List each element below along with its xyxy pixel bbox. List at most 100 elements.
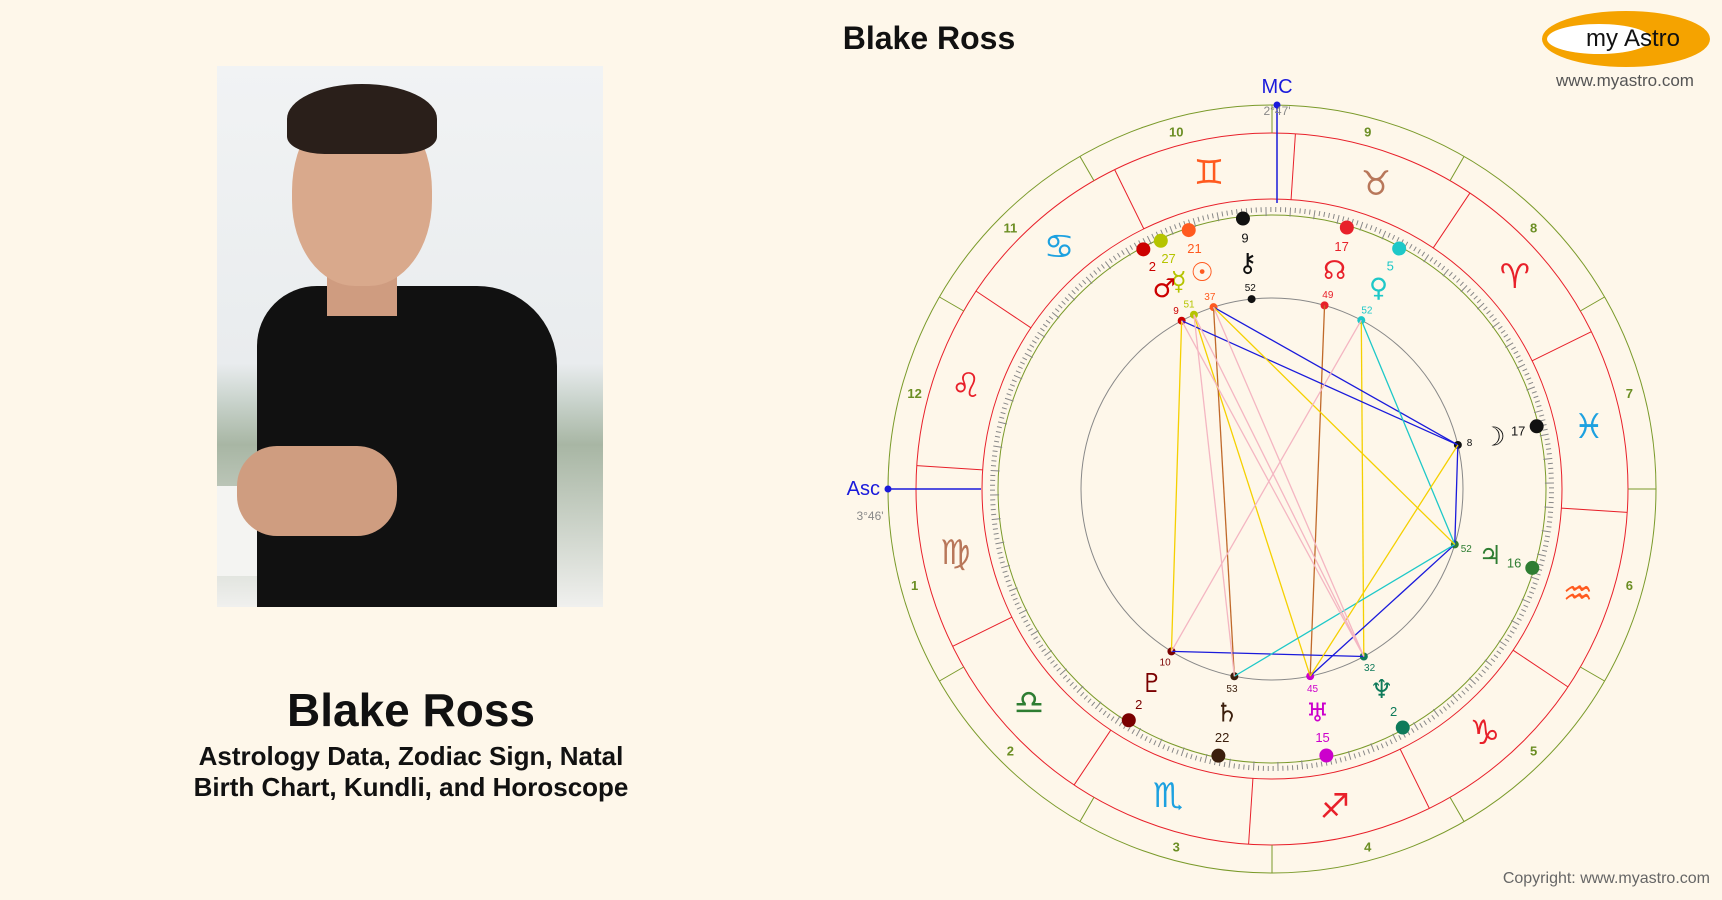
degree-tick [1058,304,1063,309]
degree-tick [1539,414,1545,417]
planet-minute-mercury: 51 [1183,300,1195,311]
degree-tick [1002,570,1008,574]
aspect-line-quincunx [1212,307,1235,677]
degree-tick [1125,247,1131,256]
degree-tick [1015,370,1021,374]
planet-minute-saturn: 53 [1226,684,1238,695]
hair-shape [287,84,437,154]
profile-photo [217,66,603,607]
planet-glyph-chiron: ⚷ [1238,248,1257,278]
degree-tick [1380,743,1384,749]
degree-tick [1533,395,1539,399]
degree-tick [1439,709,1444,714]
degree-tick [1089,273,1094,278]
degree-tick [1530,576,1540,581]
degree-tick [1530,586,1536,590]
aspect-line-trine [1309,444,1459,677]
degree-tick [1459,281,1464,286]
house-cusp [1079,156,1095,181]
degree-tick [1546,448,1552,450]
degree-tick [1537,553,1547,557]
degree-tick [1074,286,1080,291]
degree-tick [996,547,1002,550]
degree-tick [1180,747,1185,757]
sign-glyph-virgo: ♍ [940,533,970,573]
degree-tick [1437,262,1442,268]
myastro-logo[interactable]: my Astro [1541,10,1711,68]
degree-tick [995,430,1001,433]
degree-tick [1427,717,1432,723]
degree-tick [1542,549,1548,552]
degree-tick [1236,209,1238,215]
degree-tick [1206,214,1210,220]
degree-tick [997,551,1003,555]
degree-tick [1080,692,1085,697]
degree-tick [1231,209,1233,215]
degree-tick [1369,225,1373,231]
degree-tick [1526,386,1536,391]
degree-tick [1339,757,1342,763]
degree-tick [994,435,1000,438]
degree-tick [1398,735,1402,740]
degree-tick [1429,257,1434,262]
degree-tick [1018,609,1028,615]
house-cusp [1079,797,1095,822]
planet-degree-chiron: 9 [1241,230,1248,245]
house-cusp [939,666,964,682]
degree-tick [1507,634,1513,638]
degree-tick [990,469,1000,472]
degree-tick [1423,254,1430,263]
degree-tick [1144,736,1148,742]
degree-tick [1532,582,1538,585]
degree-tick [1169,225,1174,235]
degree-tick [1061,300,1066,305]
degree-tick [1078,283,1083,288]
degree-tick [1083,695,1088,700]
house-number-2: 2 [1007,744,1014,759]
planet-minute-venus: 52 [1361,306,1373,317]
degree-tick [1522,368,1528,372]
degree-tick [1003,402,1009,405]
degree-ring [997,214,1547,764]
aspect-line-trine [1360,320,1365,657]
degree-tick [1164,227,1168,233]
degree-tick [1544,506,1554,509]
degree-tick [1053,663,1058,668]
sign-glyph-taurus: ♉ [1361,164,1391,204]
sign-boundary [1512,649,1569,688]
degree-tick [1019,361,1025,365]
degree-tick [1013,374,1023,380]
degree-tick [1174,224,1177,230]
degree-tick [1446,703,1451,708]
degree-tick [1362,750,1366,756]
degree-tick [1000,411,1006,415]
degree-tick [1025,623,1031,628]
aspect-line-opposition [1212,306,1365,657]
degree-tick [1044,649,1053,657]
planet-degree-saturn: 22 [1215,730,1229,745]
degree-tick [992,528,998,530]
logo-url[interactable]: www.myastro.com [1556,71,1694,90]
degree-tick [1512,626,1518,630]
degree-tick [1066,678,1071,683]
planet-minute-sun: 37 [1204,292,1216,303]
planet-glyph-saturn: ♄ [1215,699,1238,729]
house-number-11: 11 [1003,220,1017,235]
degree-tick [1509,630,1515,634]
planet-degree-pluto: 2 [1135,697,1142,712]
house-number-12: 12 [907,386,921,401]
asc-label: Asc [847,478,880,500]
house-number-8: 8 [1530,220,1537,235]
sign-glyph-pisces: ♓ [1574,407,1604,447]
planet-glyph-mercury: ☿ [1171,267,1187,297]
degree-tick [1062,674,1068,679]
planet-degree-neptune: 2 [1390,704,1397,719]
planet-glyph-pluto: ♇ [1140,669,1163,699]
aspect-circle [1080,297,1464,681]
sign-glyph-gemini: ♊ [1194,153,1224,193]
degree-tick [1334,758,1338,764]
degree-tick [1104,261,1112,270]
planet-minute-node: 49 [1322,290,1334,301]
degree-tick [1142,238,1146,243]
degree-tick [1110,716,1115,721]
